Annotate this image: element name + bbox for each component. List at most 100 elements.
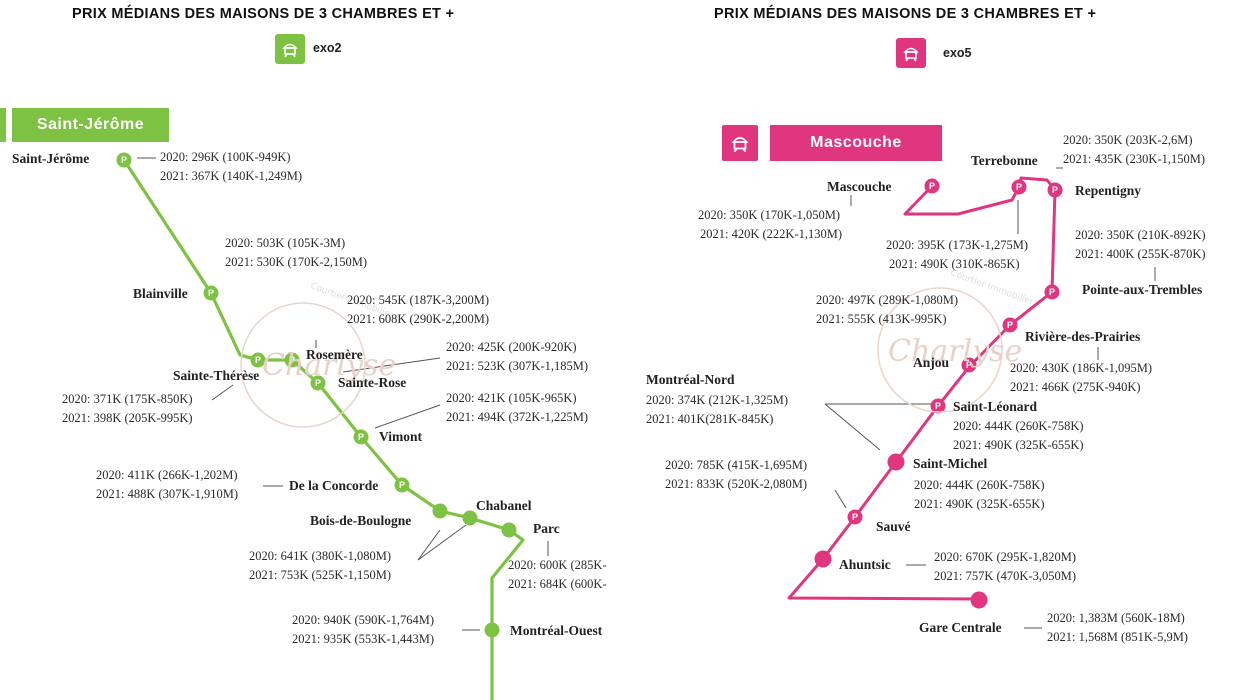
price-2020: 2020: 444K (260K-758K) bbox=[953, 419, 1084, 433]
station-marker-sainte-rose bbox=[310, 375, 326, 391]
parking-icon: P bbox=[1016, 182, 1022, 192]
exo2-line bbox=[122, 159, 525, 700]
parking-icon: P bbox=[315, 378, 321, 388]
price-2020: 2020: 497K (289K-1,080M) bbox=[816, 293, 959, 307]
station-name-saint-michel: Saint-Michel bbox=[913, 456, 988, 471]
price-2020: 2020: 670K (295K-1,820M) bbox=[934, 550, 1077, 564]
price-2021: 2021: 401K(281K-845K) bbox=[646, 412, 774, 426]
station-name-bois-de-boulogne: Bois-de-Boulogne bbox=[310, 513, 412, 528]
station-marker-pointe-aux-trembles bbox=[1044, 284, 1060, 300]
exo5-line-name: exo5 bbox=[943, 46, 972, 60]
price-2021: 2021: 367K (140K-1,249M) bbox=[160, 169, 303, 183]
station-name-sauve: Sauvé bbox=[876, 519, 911, 534]
station-name-parc: Parc bbox=[533, 521, 560, 536]
price-2021: 2021: 466K (275K-940K) bbox=[1010, 380, 1141, 394]
station-name-terrebonne: Terrebonne bbox=[971, 153, 1038, 168]
train-icon bbox=[282, 43, 298, 58]
price-2021: 2021: 608K (290K-2,200M) bbox=[347, 312, 490, 326]
parking-icon: P bbox=[358, 432, 364, 442]
price-2021: 2021: 420K (222K-1,130M) bbox=[700, 227, 843, 241]
station-name-saint-jerome: Saint-Jérôme bbox=[12, 151, 90, 166]
station-marker-repentigny bbox=[1047, 182, 1063, 198]
exo5-leader-lines bbox=[824, 167, 1156, 629]
station-marker-saint-michel bbox=[887, 453, 905, 471]
price-2021: 2021: 400K (255K-870K) bbox=[1075, 247, 1206, 261]
price-2020: 2020: 421K (105K-965K) bbox=[446, 391, 577, 405]
price-2021: 2021: 490K (310K-865K) bbox=[889, 257, 1020, 271]
price-2021: 2021: 753K (525K-1,150M) bbox=[249, 568, 392, 582]
price-2020: 2020: 350K (210K-892K) bbox=[1075, 228, 1206, 242]
price-2020: 2020: 444K (260K-758K) bbox=[914, 478, 1045, 492]
station-name-repentigny: Repentigny bbox=[1075, 183, 1142, 198]
station-marker-saint-jerome bbox=[116, 152, 132, 168]
left-heading: PRIX MÉDIANS DES MAISONS DE 3 CHAMBRES E… bbox=[72, 6, 455, 22]
station-marker-vimont bbox=[353, 429, 369, 445]
price-2021: 2021: 490K (325K-655K) bbox=[953, 438, 1084, 452]
price-2020: 2020: 641K (380K-1,080M) bbox=[249, 549, 392, 563]
station-name-pointe-aux-trembles: Pointe-aux-Trembles bbox=[1082, 282, 1203, 297]
parking-icon: P bbox=[255, 355, 261, 365]
train-icon bbox=[903, 47, 919, 62]
price-2020: 2020: 395K (173K-1,275M) bbox=[886, 238, 1029, 252]
price-2021: 2021: 523K (307K-1,185M) bbox=[446, 359, 589, 373]
station-marker-riviere-des-prairies bbox=[1002, 317, 1018, 333]
station-name-mascouche: Mascouche bbox=[827, 179, 892, 194]
parking-icon: P bbox=[852, 512, 858, 522]
watermark-text: Charlyse bbox=[888, 334, 1023, 369]
price-2020: 2020: 785K (415K-1,695M) bbox=[665, 458, 808, 472]
parking-icon: P bbox=[929, 181, 935, 191]
station-marker-bois-de-boulogne bbox=[432, 503, 448, 519]
price-2021: 2021: 490K (325K-655K) bbox=[914, 497, 1045, 511]
station-name-rosemere: Rosemère bbox=[306, 347, 363, 362]
price-2021: 2021: 833K (520K-2,080M) bbox=[665, 477, 808, 491]
mascouche-banner: Mascouche bbox=[770, 125, 942, 161]
station-marker-montreal-ouest bbox=[484, 622, 500, 638]
station-name-chabanel: Chabanel bbox=[476, 498, 532, 513]
price-2021: 2021: 757K (470K-3,050M) bbox=[934, 569, 1077, 583]
station-name-blainville: Blainville bbox=[133, 286, 188, 301]
price-2020: 2020: 296K (100K-949K) bbox=[160, 150, 291, 164]
price-2020: 2020: 371K (175K-850K) bbox=[62, 392, 193, 406]
price-2021: 2021: 398K (205K-995K) bbox=[62, 411, 193, 425]
station-marker-sauve bbox=[847, 509, 863, 525]
parking-icon: P bbox=[121, 155, 127, 165]
price-2021: 2021: 435K (230K-1,150M) bbox=[1063, 152, 1206, 166]
exo5-station-markers bbox=[814, 178, 1063, 609]
price-2020: 2020: 940K (590K-1,764M) bbox=[292, 613, 435, 627]
exo2-line-name: exo2 bbox=[313, 41, 342, 55]
right-heading: PRIX MÉDIANS DES MAISONS DE 3 CHAMBRES E… bbox=[714, 6, 1097, 22]
station-marker-parc bbox=[501, 522, 517, 538]
station-marker-anjou bbox=[961, 357, 977, 373]
station-name-ahuntsic: Ahuntsic bbox=[839, 557, 891, 572]
station-marker-saint-leonard bbox=[930, 398, 946, 414]
station-marker-terrebonne bbox=[1011, 179, 1027, 195]
parking-icon: P bbox=[399, 480, 405, 490]
station-name-saint-leonard: Saint-Léonard bbox=[953, 399, 1038, 414]
price-2020: 2020: 411K (266K-1,202M) bbox=[96, 468, 238, 482]
exo2-leader-lines bbox=[137, 157, 549, 631]
price-2021: 2021: 1,568M (851K-5,9M) bbox=[1047, 630, 1188, 644]
parking-icon: P bbox=[289, 355, 295, 365]
price-2020: 2020: 350K (170K-1,050M) bbox=[698, 208, 841, 222]
train-icon bbox=[731, 137, 749, 153]
parking-icon: P bbox=[208, 288, 214, 298]
exo2-badge bbox=[275, 34, 305, 64]
price-2020: 2020: 1,383M (560K-18M) bbox=[1047, 611, 1185, 625]
station-name-sainte-rose: Sainte-Rose bbox=[338, 375, 407, 390]
station-marker-rosemere bbox=[284, 352, 300, 368]
station-name-vimont: Vimont bbox=[379, 429, 422, 444]
parking-icon: P bbox=[935, 401, 941, 411]
price-2020: 2020: 600K (285K- bbox=[508, 558, 607, 572]
price-2020: 2020: 425K (200K-920K) bbox=[446, 340, 577, 354]
price-2021: 2021: 494K (372K-1,225M) bbox=[446, 410, 589, 424]
watermark-logo bbox=[240, 287, 1003, 428]
saint-jerome-banner: Saint-Jérôme bbox=[12, 108, 169, 142]
station-name-gare-centrale: Gare Centrale bbox=[919, 620, 1002, 635]
station-marker-chabanel bbox=[462, 510, 478, 526]
price-2020: 2020: 350K (203K-2,6M) bbox=[1063, 133, 1193, 147]
parking-icon: P bbox=[966, 360, 972, 370]
station-name-montreal-nord: Montréal-Nord bbox=[646, 372, 735, 387]
station-marker-ahuntsic bbox=[814, 550, 832, 568]
station-name-montreal-ouest: Montréal-Ouest bbox=[510, 623, 603, 638]
mascouche-banner-badge bbox=[722, 125, 758, 161]
